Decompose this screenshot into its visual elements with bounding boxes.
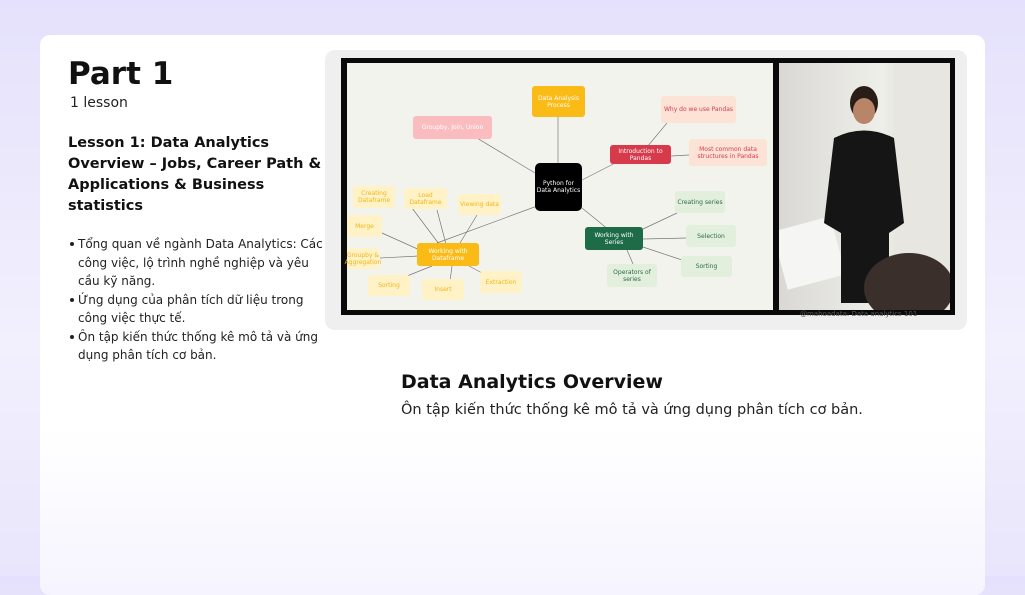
mindmap-node-why-pandas: Why do we use Pandas <box>661 96 736 123</box>
mindmap-node-groupby-agg: Groupby & Aggregation <box>345 248 381 269</box>
bullet-item: Ứng dụng của phân tích dữ liệu trong côn… <box>70 291 328 328</box>
mindmap-node-groupby-join: Groupby, Join, Union <box>413 116 492 139</box>
mindmap-slide: Python for Data Analytics Data Analysis … <box>345 63 773 310</box>
mindmap-node-creating-df: Creating Dataframe <box>353 186 395 208</box>
lesson-title[interactable]: Lesson 1: Data Analytics Overview – Jobs… <box>68 135 322 214</box>
lesson-bullets: Tổng quan về ngành Data Analytics: Các c… <box>70 235 328 365</box>
mindmap-node-operators: Operators of series <box>607 264 657 287</box>
mindmap-node-viewing: Viewing data <box>458 194 501 215</box>
mindmap-node-dataframe: Working with Dataframe <box>417 243 479 266</box>
part-title: Part 1 <box>68 56 174 92</box>
mindmap-node-series: Working with Series <box>585 227 643 250</box>
mindmap-node-merge: Merge <box>347 215 382 237</box>
bullet-item: Tổng quan về ngành Data Analytics: Các c… <box>70 235 328 291</box>
mindmap-node-intro-pandas: Introduction to Pandas <box>610 145 671 164</box>
mindmap-node-extraction: Extraction <box>480 271 522 293</box>
presenter-figure <box>779 63 950 310</box>
mindmap-node-center: Python for Data Analytics <box>535 163 582 211</box>
bullet-item: Ôn tập kiến thức thống kê mô tả và ứng d… <box>70 328 328 365</box>
mindmap-node-data-structures: Most common data structures in Pandas <box>689 139 767 166</box>
video-caption: @mahoadata: Data analytics 101 <box>800 310 918 318</box>
mindmap-node-selection: Selection <box>686 225 736 247</box>
mindmap-node-load-df: Load Dataframe <box>404 188 447 209</box>
content-title: Data Analytics Overview <box>401 371 663 393</box>
content-subtitle: Ôn tập kiến thức thống kê mô tả và ứng d… <box>401 402 863 418</box>
presenter-video <box>779 63 950 310</box>
mindmap-node-insert: Insert <box>422 279 464 300</box>
mindmap-node-creating-series: Creating series <box>675 191 725 213</box>
lesson-count: 1 lesson <box>70 95 128 111</box>
mindmap-node-process: Data Analysis Process <box>532 86 585 117</box>
mindmap-node-sorting-df: Sorting <box>368 275 410 296</box>
mindmap-node-sorting-series: Sorting <box>681 256 732 277</box>
